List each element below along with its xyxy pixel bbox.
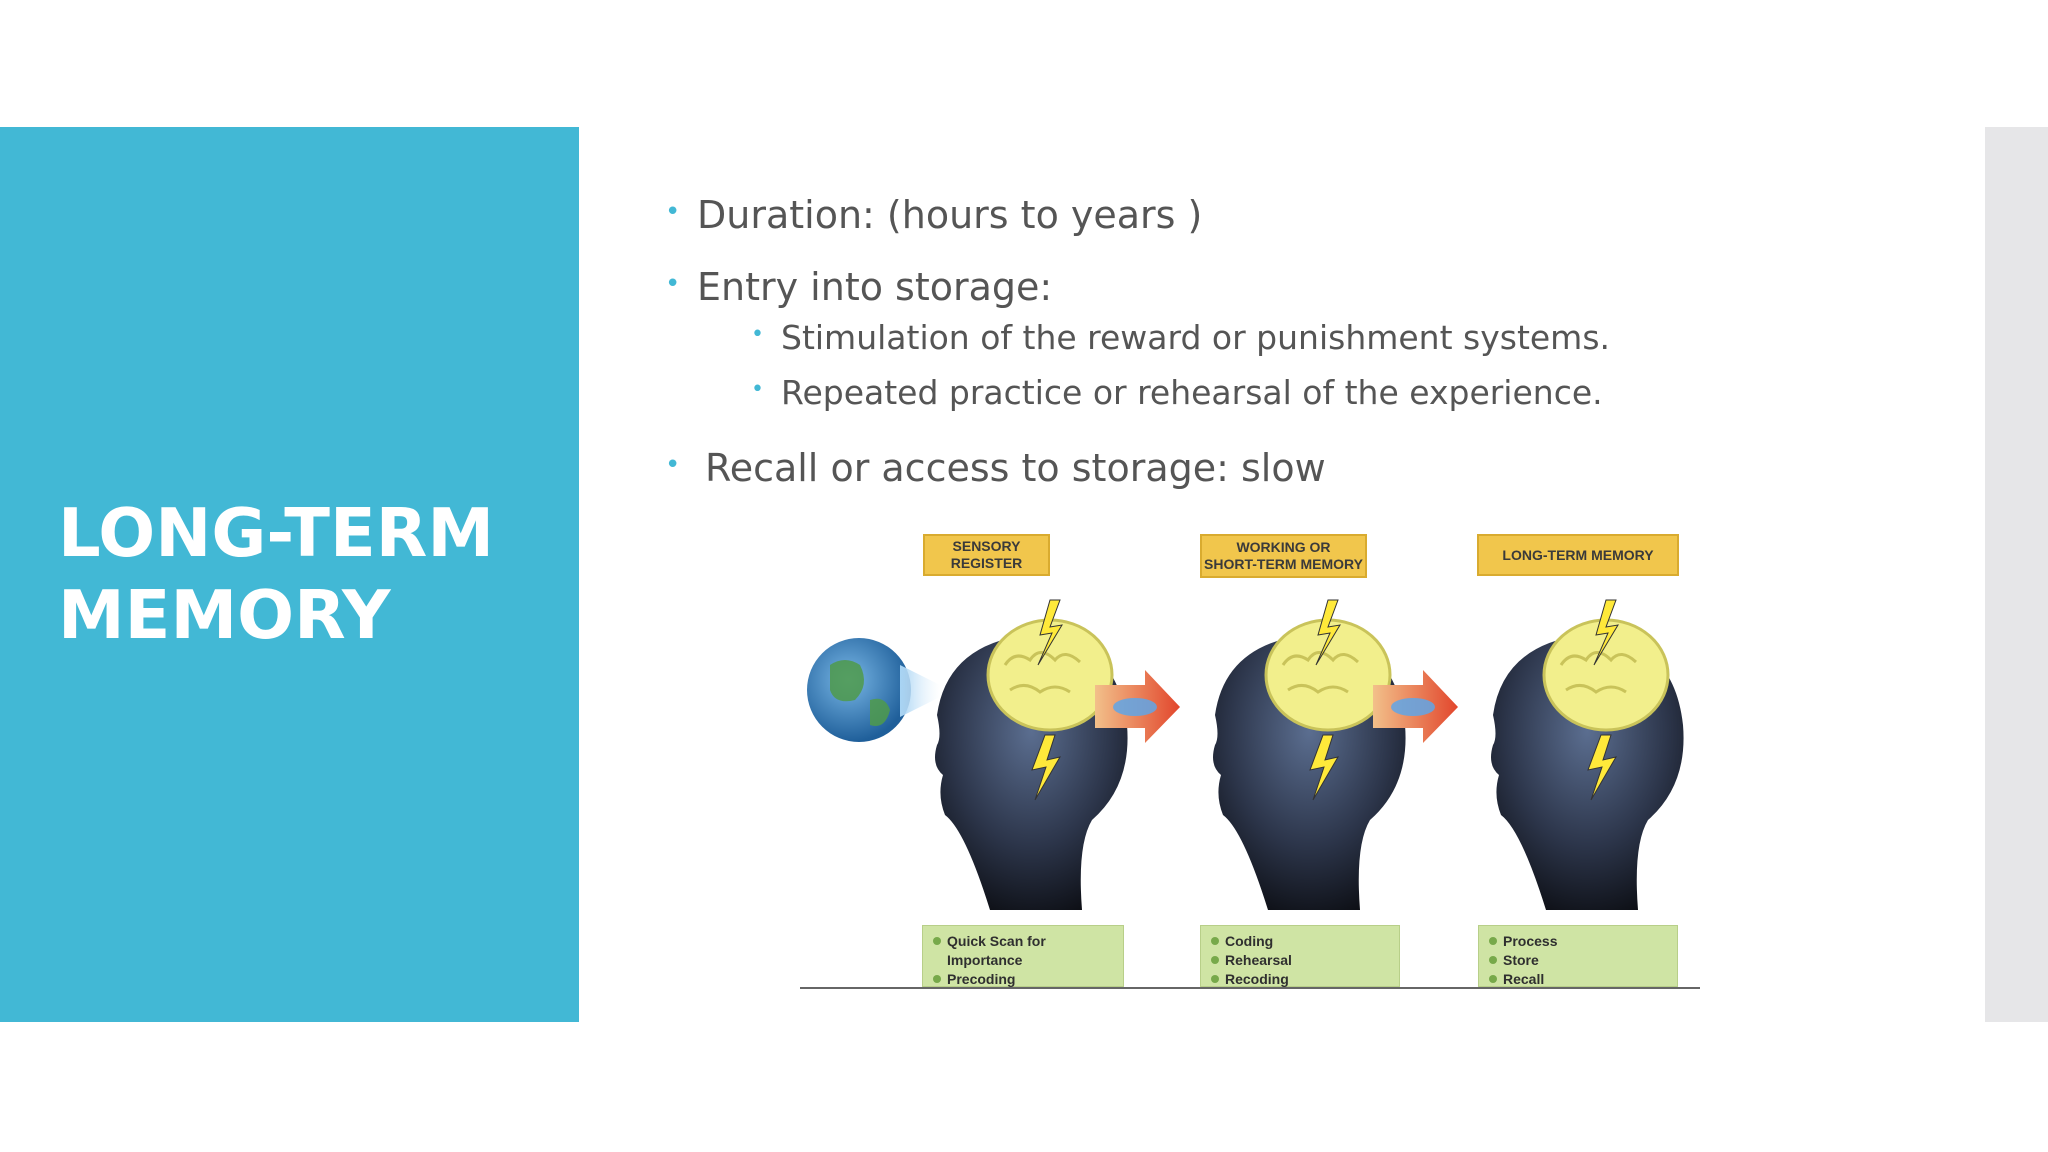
bullet-text: Duration: (hours to years ) xyxy=(697,193,1203,237)
right-side-band xyxy=(1985,127,2048,1022)
stage-box-sensory: Quick Scan for Importance Precoding xyxy=(922,925,1124,987)
stage-box-working: Coding Rehearsal Recoding xyxy=(1200,925,1400,987)
slide-title-line2: MEMORY xyxy=(58,576,391,654)
head-silhouette-icon xyxy=(1213,618,1406,910)
bullet-text: Repeated practice or rehearsal of the ex… xyxy=(781,373,1603,412)
stage-item: Process xyxy=(1489,932,1667,951)
stage-item: Recoding xyxy=(1211,970,1389,989)
bullet-entry-sub1: • Stimulation of the reward or punishmen… xyxy=(751,318,1611,357)
bullet-duration: • Duration: (hours to years ) xyxy=(665,193,1203,237)
slide-title: LONG-TERM MEMORY xyxy=(58,492,558,656)
stage-item: Recall xyxy=(1489,970,1667,989)
stage-item: Rehearsal xyxy=(1211,951,1389,970)
stage-label-line2: SHORT-TERM MEMORY xyxy=(1204,556,1363,572)
bullet-entry: • Entry into storage: xyxy=(665,265,1053,309)
bullet-entry-sub2: • Repeated practice or rehearsal of the … xyxy=(751,373,1603,412)
arrow-right-icon xyxy=(1095,670,1180,743)
bullet-dot-icon: • xyxy=(751,377,764,402)
figure-baseline xyxy=(800,987,1700,989)
memory-stages-figure: SENSORY REGISTER WORKING OR SHORT-TERM M… xyxy=(800,525,1700,990)
bullet-dot-icon: • xyxy=(665,197,681,227)
memory-illustration xyxy=(807,599,1684,910)
globe-icon xyxy=(807,638,911,742)
title-panel xyxy=(0,127,579,1022)
stage-item: Coding xyxy=(1211,932,1389,951)
arrow-right-icon xyxy=(1373,670,1458,743)
bullet-recall: • Recall or access to storage: slow xyxy=(665,446,1326,490)
bullet-dot-icon: • xyxy=(665,269,681,299)
bullet-dot-icon: • xyxy=(665,450,681,480)
stage-item: Precoding xyxy=(933,970,1113,989)
stage-label-longterm: LONG-TERM MEMORY xyxy=(1477,534,1679,576)
bullet-dot-icon: • xyxy=(751,322,764,347)
lightning-icon xyxy=(1031,599,1619,801)
head-silhouette-icon xyxy=(935,618,1128,910)
bullet-text: Recall or access to storage: slow xyxy=(705,446,1326,490)
stage-item: Quick Scan for Importance xyxy=(933,932,1113,970)
stage-item: Store xyxy=(1489,951,1667,970)
stage-label-working: WORKING OR SHORT-TERM MEMORY xyxy=(1200,534,1367,578)
stage-label-line1: WORKING OR xyxy=(1236,539,1331,555)
bullet-text: Entry into storage: xyxy=(697,265,1053,309)
slide-title-line1: LONG-TERM xyxy=(58,494,495,572)
head-silhouette-icon xyxy=(1491,618,1684,910)
stage-label-line1: SENSORY REGISTER xyxy=(950,538,1023,571)
stage-box-longterm: Process Store Recall xyxy=(1478,925,1678,987)
bullet-text: Stimulation of the reward or punishment … xyxy=(781,318,1611,357)
stage-label-sensory: SENSORY REGISTER xyxy=(923,534,1050,576)
stage-label-line1: LONG-TERM MEMORY xyxy=(1502,546,1654,563)
